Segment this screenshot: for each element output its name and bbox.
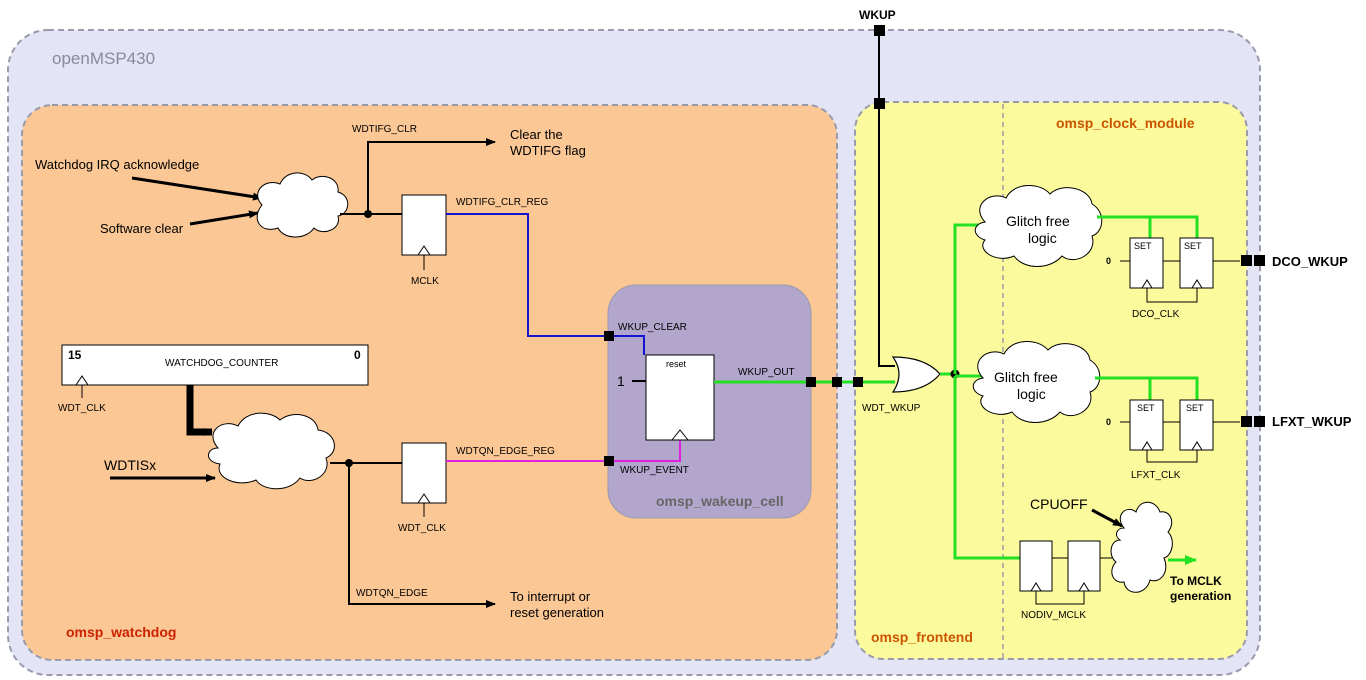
glitch-2-line1: Glitch free xyxy=(994,369,1058,385)
irq-ack-label: Watchdog IRQ acknowledge xyxy=(35,157,199,172)
dco-clk-label: DCO_CLK xyxy=(1132,309,1180,320)
wdtifg-clr-label: WDTIFG_CLR xyxy=(352,124,417,135)
wakeup-flipflop xyxy=(645,354,715,441)
clear-flag-line2: WDTIFG flag xyxy=(510,143,586,158)
glitch-cloud-2 xyxy=(972,341,1101,423)
cpuoff-arrow xyxy=(1091,508,1123,528)
wakeup-cell-title: omsp_wakeup_cell xyxy=(656,493,784,509)
nodiv-mclk-label: NODIV_MCLK xyxy=(1021,610,1086,621)
lfxt-sync-ff-1 xyxy=(1129,399,1164,451)
counter-name: WATCHDOG_COUNTER xyxy=(165,358,278,369)
interrupt-line2: reset generation xyxy=(510,605,604,620)
cloud-logic-2 xyxy=(208,412,335,490)
wdt-clk-ff-label: WDT_CLK xyxy=(398,523,446,534)
irq-ack-arrow xyxy=(131,176,263,201)
interrupt-line1: To interrupt or xyxy=(510,589,591,604)
wire-or-to-mclk xyxy=(953,376,1020,560)
glitch-1-line1: Glitch free xyxy=(1006,213,1070,229)
wdtisx-label: WDTISx xyxy=(104,457,156,473)
block-title: openMSP430 xyxy=(52,49,155,68)
lfxt-sync-ff-2 xyxy=(1179,399,1214,451)
glitch-1-line2: logic xyxy=(1028,230,1057,246)
flipflop-wdtqn-edge xyxy=(401,442,447,504)
cpuoff-label: CPUOFF xyxy=(1030,496,1088,512)
counter-bus-arrow xyxy=(186,385,213,436)
const-one-label: 1 xyxy=(617,373,625,389)
cpuoff-cloud xyxy=(1110,501,1173,593)
lfxt-ff1-set: SET xyxy=(1137,403,1155,413)
dco-wkup-label: DCO_WKUP xyxy=(1272,254,1348,269)
wdtqn-edge-reg-label: WDTQN_EDGE_REG xyxy=(456,446,555,457)
glitch-2-line2: logic xyxy=(1017,386,1046,402)
dco-ff2-set: SET xyxy=(1184,241,1202,251)
glitch-cloud-1 xyxy=(974,185,1103,267)
mclk-label: MCLK xyxy=(411,276,439,287)
watchdog-region xyxy=(21,104,838,661)
dco-sync-ff-2 xyxy=(1179,237,1214,289)
flipflop-wdtifg-clr xyxy=(401,194,447,256)
reset-label: reset xyxy=(666,359,687,369)
wkup-out-label: WKUP_OUT xyxy=(738,367,795,378)
lfxt-clk-label: LFXT_CLK xyxy=(1131,470,1181,481)
wkup-input-label: WKUP xyxy=(859,8,896,22)
watchdog-counter xyxy=(61,344,369,386)
wkup-clear-label: WKUP_CLEAR xyxy=(618,322,687,333)
or-gate xyxy=(891,356,941,393)
counter-clk-label: WDT_CLK xyxy=(58,403,106,414)
wkup-event-label: WKUP_EVENT xyxy=(620,465,689,476)
wdtqn-edge-label: WDTQN_EDGE xyxy=(356,588,428,599)
clock-module-title: omsp_clock_module xyxy=(1056,115,1195,131)
lfxt-wkup-label: LFXT_WKUP xyxy=(1272,414,1352,429)
wdt-wkup-label: WDT_WKUP xyxy=(862,403,921,414)
lfxt-ff2-set: SET xyxy=(1186,403,1204,413)
sw-clear-arrow xyxy=(189,210,259,226)
dco-zero: 0 xyxy=(1106,256,1111,266)
cloud-logic-1 xyxy=(256,172,349,238)
mclk-gen-line2: generation xyxy=(1170,589,1231,603)
sw-clear-label: Software clear xyxy=(100,221,184,236)
counter-msb: 15 xyxy=(68,348,82,362)
clear-flag-line1: Clear the xyxy=(510,127,563,142)
counter-lsb: 0 xyxy=(354,348,361,362)
frontend-title: omsp_frontend xyxy=(871,629,973,645)
wire-wdtqn-edge-reg xyxy=(446,440,681,462)
wdtifg-clr-reg-label: WDTIFG_CLR_REG xyxy=(456,197,548,208)
dco-ff1-set: SET xyxy=(1134,241,1152,251)
mclk-gen-line1: To MCLK xyxy=(1170,574,1222,588)
dco-sync-ff-1 xyxy=(1129,237,1164,289)
wire-wkup xyxy=(878,36,895,367)
lfxt-zero: 0 xyxy=(1106,417,1111,427)
wire-wdtifg-clr-reg xyxy=(446,213,645,355)
watchdog-region-title: omsp_watchdog xyxy=(66,624,176,640)
